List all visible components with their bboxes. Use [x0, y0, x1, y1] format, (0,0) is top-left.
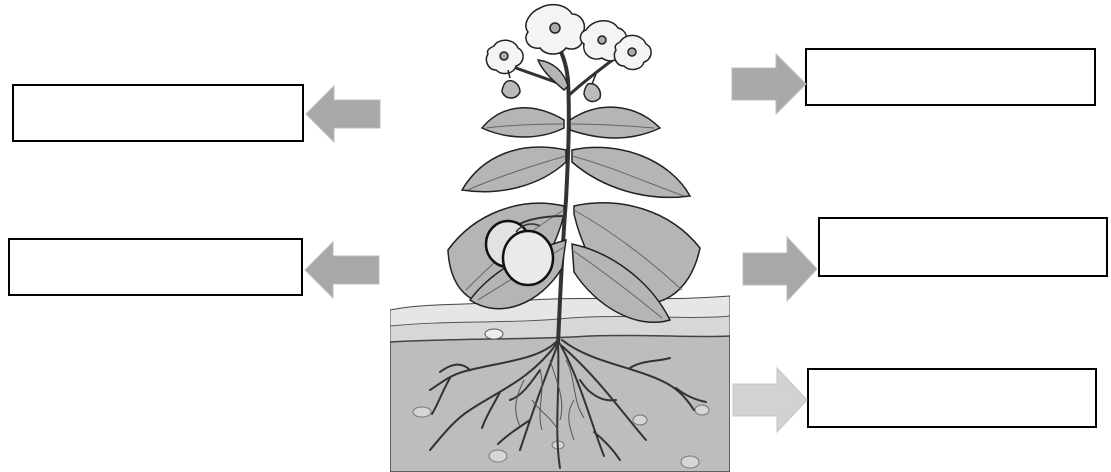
arrow-right-top-icon: [730, 52, 808, 116]
plant-illustration: [390, 0, 730, 472]
label-box-right-bottom[interactable]: [807, 368, 1097, 428]
label-box-right-top[interactable]: [805, 48, 1096, 106]
arrow-right-bottom-icon: [731, 366, 809, 434]
label-box-left-top[interactable]: [12, 84, 304, 142]
label-box-left-middle[interactable]: [8, 238, 303, 296]
arrow-left-middle-icon: [303, 240, 381, 300]
label-box-right-middle[interactable]: [818, 217, 1108, 277]
arrow-left-top-icon: [304, 84, 382, 144]
arrow-right-middle-icon: [741, 235, 819, 303]
leaves: [448, 60, 700, 322]
